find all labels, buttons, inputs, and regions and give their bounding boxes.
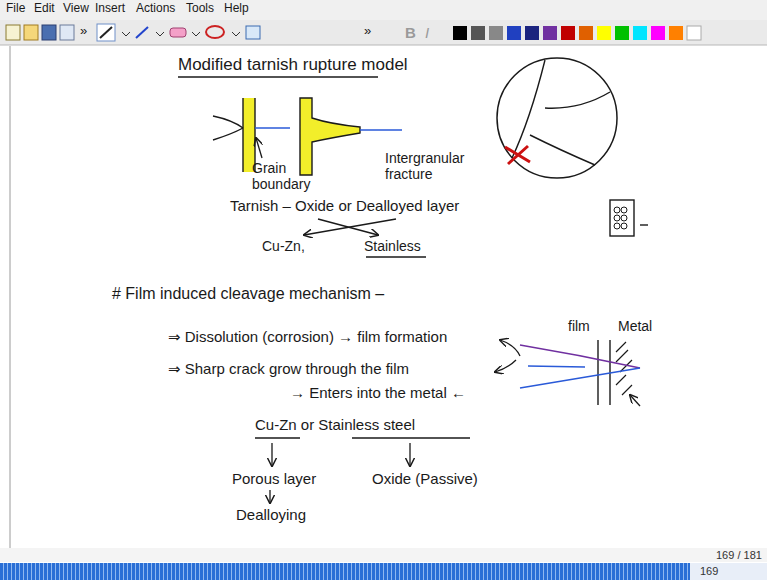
note-heading: Modified tarnish rupture model <box>178 55 408 75</box>
page-number: 169 <box>700 565 718 578</box>
menu-item: Help <box>224 2 249 16</box>
cross-arrows <box>304 219 426 257</box>
toolbar <box>0 20 767 45</box>
note-label: Intergranular fracture <box>385 150 485 182</box>
note-text: Cu-Zn or Stainless steel <box>255 416 415 433</box>
note-text: → Enters into the metal ← <box>290 384 466 401</box>
menu-item: Tools <box>186 2 214 16</box>
grain-boundary-sketch <box>213 98 402 175</box>
note-text: ⇒ Dissolution (corrosion) → film formati… <box>168 328 447 345</box>
page-counter-ground <box>690 563 767 580</box>
note-label: Stainless <box>364 238 421 254</box>
menu-bar <box>0 0 767 20</box>
toolbar-chevron: » <box>80 24 87 39</box>
section-heading: # Film induced cleavage mechanism – <box>112 285 384 303</box>
note-label: Cu-Zn, <box>262 238 305 254</box>
note-label: Grain boundary <box>252 160 314 192</box>
grain-circle <box>497 58 617 178</box>
crack-sketch <box>495 340 640 406</box>
menu-item: File <box>6 2 25 16</box>
toolbar-edge <box>0 45 767 46</box>
page-counter: 169 / 181 <box>716 549 762 562</box>
italic-button: I <box>425 24 429 41</box>
status-ground <box>0 548 767 562</box>
note-label: film <box>568 318 590 334</box>
note-text: ⇒ Sharp crack grow through the film <box>168 360 409 377</box>
note-label: Metal <box>618 318 652 334</box>
menu-item: Edit <box>34 2 55 16</box>
layer-icon <box>610 200 648 236</box>
page-edge <box>10 46 11 548</box>
note-text: Tarnish – Oxide or Dealloyed layer <box>230 197 459 214</box>
note-text: Oxide (Passive) <box>372 470 478 487</box>
toolbar-icons <box>6 24 260 41</box>
menu-item: Actions <box>136 2 175 16</box>
color-palette <box>453 26 701 40</box>
bold-button: B <box>405 24 416 41</box>
page-scrollbar <box>0 563 690 580</box>
note-text: Dealloying <box>236 506 306 523</box>
menu-item: View <box>63 2 89 16</box>
underline <box>178 76 378 78</box>
menu-item: Insert <box>95 2 125 16</box>
note-text: Porous layer <box>232 470 316 487</box>
toolbar-chevron: » <box>364 24 371 39</box>
